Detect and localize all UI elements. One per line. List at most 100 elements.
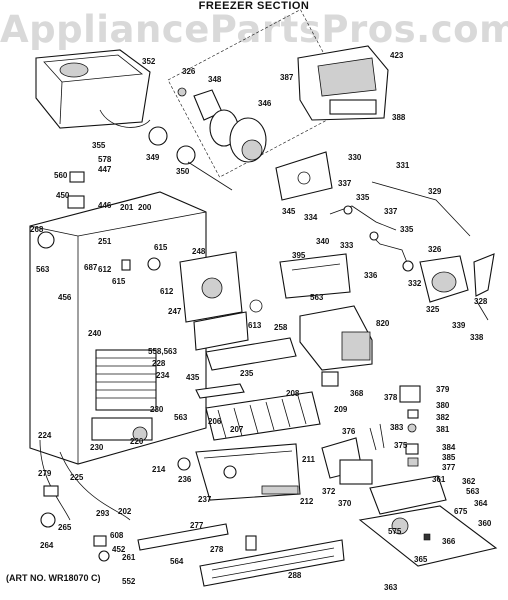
callout-224: 224 bbox=[38, 431, 52, 440]
callout-230b: 230 bbox=[90, 443, 104, 452]
callout-560: 560 bbox=[54, 171, 68, 180]
callout-208: 208 bbox=[286, 389, 300, 398]
callout-558-563: 558,563 bbox=[148, 347, 177, 356]
callout-labels: 352 326 348 346 423 387 388 355 578 447 … bbox=[30, 51, 492, 592]
motor-part bbox=[419, 253, 495, 321]
callout-376: 376 bbox=[342, 427, 356, 436]
callout-687: 687 bbox=[84, 263, 98, 272]
callout-563a: 563 bbox=[310, 293, 324, 302]
callout-336: 336 bbox=[364, 271, 378, 280]
cover-part bbox=[279, 253, 351, 299]
callout-240: 240 bbox=[88, 329, 102, 338]
freezer-bin-part bbox=[195, 443, 301, 501]
callout-207: 207 bbox=[230, 425, 244, 434]
callout-236: 236 bbox=[178, 475, 192, 484]
callout-206: 206 bbox=[208, 417, 222, 426]
callout-380: 380 bbox=[436, 401, 450, 410]
callout-578: 578 bbox=[98, 155, 112, 164]
callout-330: 330 bbox=[348, 153, 362, 162]
callout-333: 333 bbox=[340, 241, 354, 250]
callout-364: 364 bbox=[474, 499, 488, 508]
callout-288: 288 bbox=[288, 571, 302, 580]
callout-293: 293 bbox=[96, 509, 110, 518]
callout-361: 361 bbox=[432, 475, 446, 484]
callout-209: 209 bbox=[334, 405, 348, 414]
callout-326b: 326 bbox=[428, 245, 442, 254]
ice-maker-part bbox=[299, 305, 373, 371]
callout-234: 234 bbox=[156, 371, 170, 380]
callout-345: 345 bbox=[282, 207, 296, 216]
callout-331: 331 bbox=[396, 161, 410, 170]
callout-563b: 563 bbox=[36, 265, 50, 274]
callout-235: 235 bbox=[240, 369, 254, 378]
callout-575: 575 bbox=[388, 527, 402, 536]
callout-237: 237 bbox=[198, 495, 212, 504]
callout-370: 370 bbox=[338, 499, 352, 508]
callout-326: 326 bbox=[182, 67, 196, 76]
callout-211: 211 bbox=[302, 455, 315, 464]
callout-335a: 335 bbox=[356, 193, 370, 202]
callout-334: 334 bbox=[304, 213, 318, 222]
dispenser-door-part bbox=[297, 45, 389, 121]
callout-395: 395 bbox=[292, 251, 306, 260]
callout-552: 552 bbox=[122, 577, 136, 586]
callout-372: 372 bbox=[322, 487, 336, 496]
callout-339: 339 bbox=[452, 321, 466, 330]
callout-435: 435 bbox=[186, 373, 200, 382]
callout-377: 377 bbox=[442, 463, 456, 472]
watermark: AppliancePartsPros.com bbox=[0, 8, 508, 51]
callout-446: 446 bbox=[98, 201, 112, 210]
callout-279: 279 bbox=[38, 469, 52, 478]
callout-228: 228 bbox=[152, 359, 166, 368]
callout-278: 278 bbox=[210, 545, 224, 554]
callout-375: 375 bbox=[394, 441, 408, 450]
auger-assembly-part bbox=[148, 87, 267, 191]
callout-335b: 335 bbox=[400, 225, 414, 234]
callout-612b: 612 bbox=[160, 287, 174, 296]
bracket-part bbox=[275, 151, 333, 201]
linkage-part bbox=[329, 181, 471, 272]
callout-348: 348 bbox=[208, 75, 222, 84]
callout-338: 338 bbox=[470, 333, 484, 342]
relay-components-part bbox=[369, 385, 421, 467]
control-housing-part bbox=[321, 437, 373, 485]
callout-214: 214 bbox=[152, 465, 166, 474]
hinge-parts bbox=[37, 171, 339, 562]
callout-247: 247 bbox=[168, 307, 182, 316]
callout-563c: 563 bbox=[174, 413, 188, 422]
callout-325: 325 bbox=[426, 305, 440, 314]
callout-230a: 230 bbox=[150, 405, 164, 414]
callout-613: 613 bbox=[248, 321, 262, 330]
callout-366: 366 bbox=[442, 537, 456, 546]
evaporator-part bbox=[91, 349, 157, 442]
callout-563d: 563 bbox=[466, 487, 480, 496]
callout-360: 360 bbox=[478, 519, 492, 528]
callout-337a: 337 bbox=[338, 179, 352, 188]
callout-355: 355 bbox=[92, 141, 106, 150]
callout-615b: 615 bbox=[112, 277, 126, 286]
callout-384: 384 bbox=[442, 443, 456, 452]
callout-365: 365 bbox=[414, 555, 428, 564]
grille-part bbox=[137, 523, 345, 587]
callout-332: 332 bbox=[408, 279, 422, 288]
callout-225: 225 bbox=[70, 473, 84, 482]
callout-220: 220 bbox=[130, 437, 144, 446]
callout-362: 362 bbox=[462, 477, 476, 486]
callout-608: 608 bbox=[110, 531, 124, 540]
art-number: (ART NO. WR18070 C) bbox=[6, 573, 101, 583]
callout-265: 265 bbox=[58, 523, 72, 532]
callout-452: 452 bbox=[112, 545, 126, 554]
callout-277: 277 bbox=[190, 521, 204, 530]
callout-383: 383 bbox=[390, 423, 404, 432]
callout-675: 675 bbox=[454, 507, 468, 516]
callout-447: 447 bbox=[98, 165, 112, 174]
callout-350: 350 bbox=[176, 167, 190, 176]
callout-381: 381 bbox=[436, 425, 450, 434]
shelf-part bbox=[195, 337, 321, 441]
callout-340: 340 bbox=[316, 237, 330, 246]
callout-346: 346 bbox=[258, 99, 272, 108]
callout-202: 202 bbox=[118, 507, 132, 516]
callout-450: 450 bbox=[56, 191, 70, 200]
callout-201: 201 bbox=[120, 203, 134, 212]
callout-387: 387 bbox=[280, 73, 294, 82]
